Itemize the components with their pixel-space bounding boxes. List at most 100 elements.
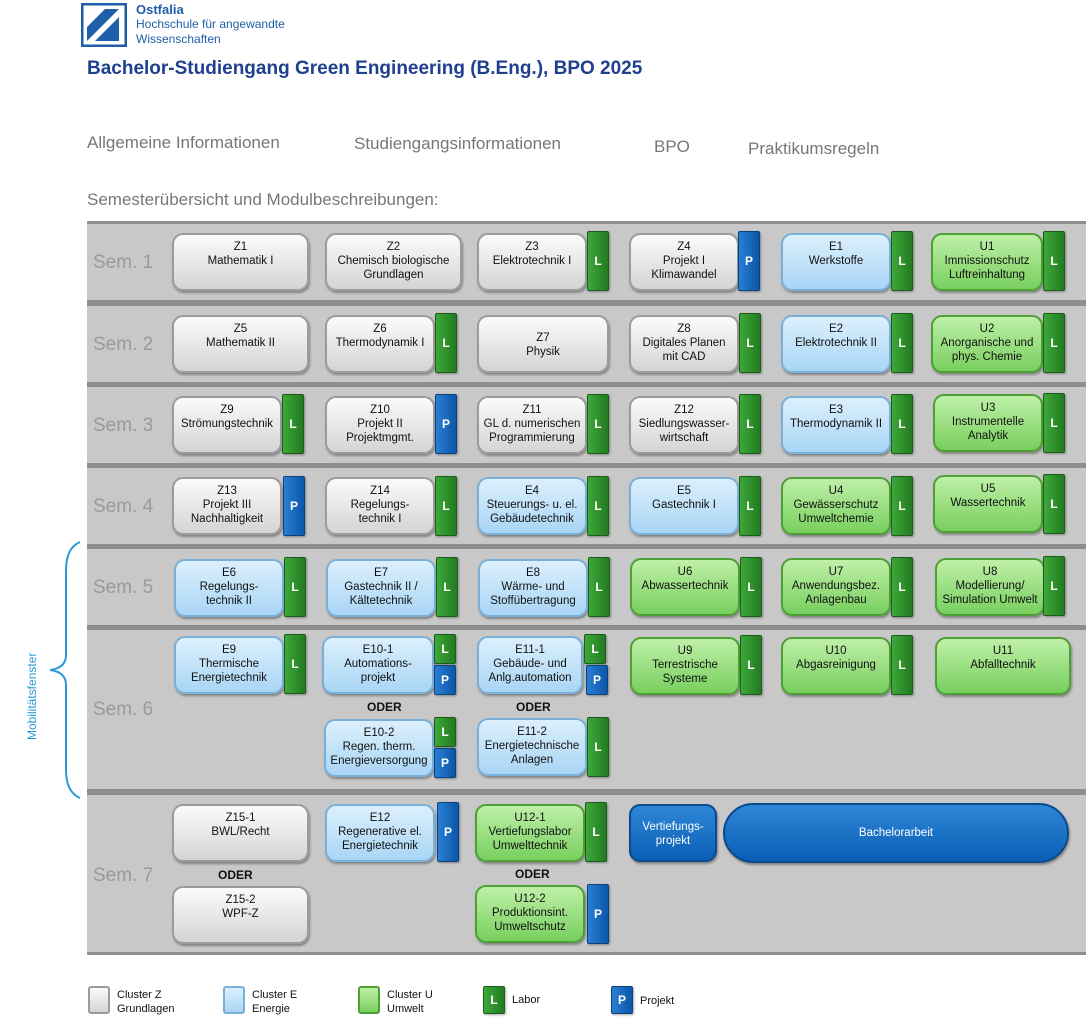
- module-code: U1: [979, 241, 995, 253]
- labor-badge[interactable]: L: [434, 634, 456, 664]
- labor-badge[interactable]: L: [891, 313, 913, 373]
- labor-badge[interactable]: L: [891, 231, 913, 291]
- labor-badge[interactable]: L: [434, 717, 456, 747]
- nav-allgemeine-informationen[interactable]: Allgemeine Informationen: [87, 133, 280, 152]
- module-code: E9: [221, 644, 237, 656]
- labor-badge[interactable]: L: [891, 557, 913, 617]
- projekt-badge[interactable]: P: [587, 884, 609, 944]
- labor-badge[interactable]: L: [891, 476, 913, 536]
- labor-badge[interactable]: L: [1043, 393, 1065, 453]
- labor-badge[interactable]: L: [891, 394, 913, 454]
- labor-badge[interactable]: L: [1043, 474, 1065, 534]
- projekt-badge[interactable]: P: [434, 748, 456, 778]
- labor-badge[interactable]: L: [587, 394, 609, 454]
- labor-badge[interactable]: L: [1043, 313, 1065, 373]
- labor-badge[interactable]: L: [739, 394, 761, 454]
- labor-badge[interactable]: L: [587, 476, 609, 536]
- labor-badge[interactable]: L: [588, 557, 610, 617]
- projekt-badge[interactable]: P: [283, 476, 305, 536]
- module-code: Z4: [677, 241, 691, 253]
- labor-badge[interactable]: L: [284, 634, 306, 694]
- module-name: Gewässerschutz Umweltchemie: [793, 499, 879, 525]
- labor-badge[interactable]: L: [585, 802, 607, 862]
- labor-badge[interactable]: L: [740, 557, 762, 617]
- module-name: Anwendungsbez. Anlagenbau: [791, 580, 881, 606]
- module-code: E5: [676, 485, 692, 497]
- labor-badge[interactable]: L: [584, 634, 606, 664]
- projekt-badge[interactable]: P: [738, 231, 760, 291]
- labor-badge[interactable]: L: [436, 557, 458, 617]
- module-name: Abgasreinigung: [796, 659, 876, 671]
- labor-badge[interactable]: L: [1043, 556, 1065, 616]
- labor-badge[interactable]: L: [1043, 231, 1065, 291]
- nav-praktikumsregeln[interactable]: Praktikumsregeln: [748, 139, 880, 158]
- labor-badge[interactable]: L: [587, 717, 609, 777]
- labor-badge[interactable]: L: [435, 313, 457, 373]
- module-code: Z1: [233, 241, 248, 253]
- labor-badge[interactable]: L: [284, 557, 306, 617]
- module-code: Z15-1: [225, 812, 256, 824]
- projekt-badge[interactable]: P: [434, 665, 456, 695]
- module-bachelorarbeit[interactable]: Bachelorarbeit: [723, 803, 1069, 863]
- module-name: Abwassertechnik: [641, 580, 729, 592]
- labor-badge[interactable]: L: [739, 313, 761, 373]
- projekt-badge[interactable]: P: [586, 665, 608, 695]
- nav-studiengangsinformationen[interactable]: Studiengangsinformationen: [354, 134, 561, 153]
- labor-badge[interactable]: L: [435, 476, 457, 536]
- labor-badge[interactable]: L: [740, 635, 762, 695]
- nav-bpo[interactable]: BPO: [654, 137, 690, 156]
- labor-badge[interactable]: L: [739, 476, 761, 536]
- projekt-badge[interactable]: P: [435, 394, 457, 454]
- projekt-badge[interactable]: P: [437, 802, 459, 862]
- module-vertiefungsprojekt[interactable]: Vertiefungs- projekt: [629, 804, 717, 862]
- module-name: Regenerative el. Energietechnik: [338, 826, 422, 852]
- labor-badge[interactable]: L: [282, 394, 304, 454]
- labor-badge[interactable]: L: [891, 635, 913, 695]
- semester-label: Sem. 7: [93, 865, 154, 886]
- labor-badge[interactable]: L: [587, 231, 609, 291]
